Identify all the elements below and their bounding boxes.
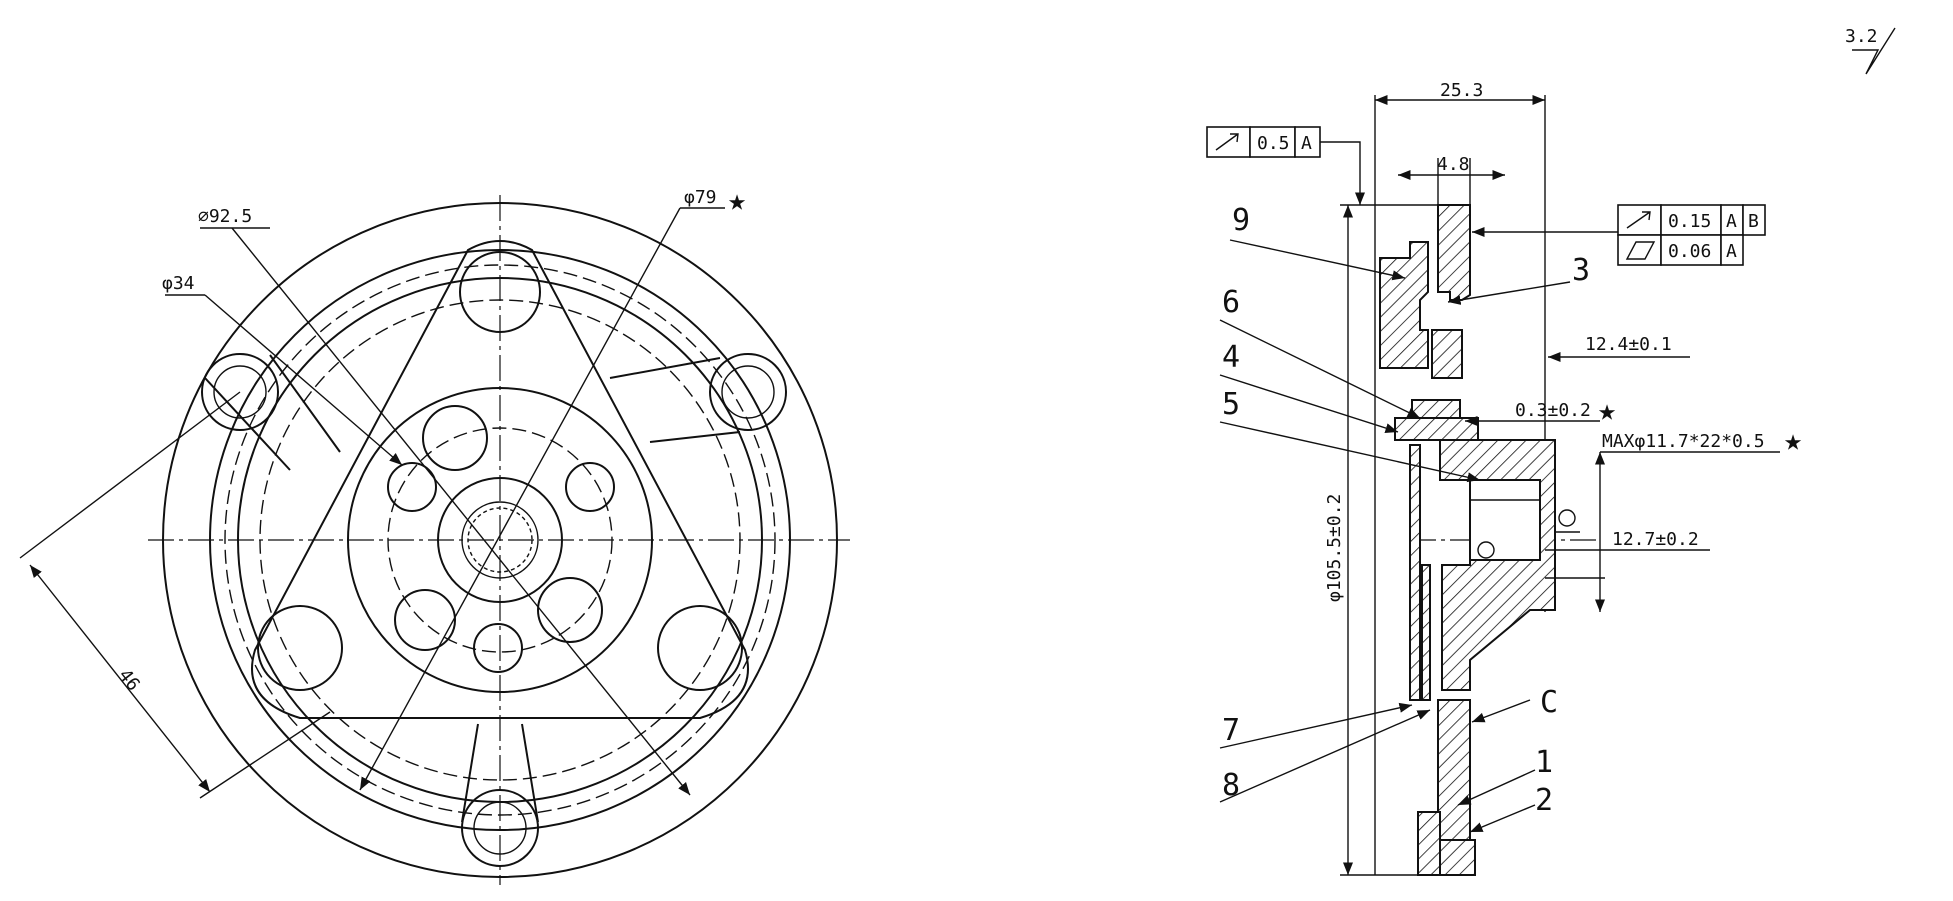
dim-46-label: 46 bbox=[114, 665, 144, 695]
front-view: ⌀92.5 φ34 φ79 ★ 46 bbox=[19, 183, 850, 885]
hub-outer bbox=[347, 387, 653, 693]
dim-0-3-label: 0.3±0.2 bbox=[1515, 400, 1591, 421]
fcf-flatness: 0.06 A bbox=[1617, 234, 1744, 266]
callout-7-label: 7 bbox=[1222, 713, 1240, 748]
callout-9-label: 9 bbox=[1232, 203, 1250, 238]
rivet-hole-top bbox=[459, 251, 541, 333]
dim-25-3-label: 25.3 bbox=[1440, 80, 1483, 101]
surface-finish-symbol: 3.2 bbox=[1845, 26, 1896, 75]
hub-bolt-circle bbox=[387, 427, 613, 653]
hub-hole bbox=[537, 577, 603, 643]
armature-section bbox=[1409, 444, 1421, 701]
callout-1: 1 bbox=[1457, 745, 1553, 806]
parallelogram-icon bbox=[1625, 241, 1656, 260]
rivet-hole-right bbox=[657, 605, 743, 691]
fcf-runout-a-datum: A bbox=[1301, 133, 1312, 154]
callout-5: 5 bbox=[1219, 387, 1481, 483]
hub-section bbox=[1439, 439, 1556, 691]
hub-inner bbox=[437, 477, 563, 603]
rivet-hole-left bbox=[257, 605, 343, 691]
hub-hole bbox=[422, 405, 488, 471]
lower-pulley-section bbox=[1437, 699, 1471, 846]
dim-d105-5-label: φ105.5±0.2 bbox=[1324, 494, 1345, 602]
section-view: 25.3 4.8 φ105.5±0.2 12.4±0.1 0.3±0.2 ★ bbox=[1206, 80, 1802, 876]
callout-c: C bbox=[1471, 685, 1558, 723]
dim-d79-label: φ79 bbox=[684, 187, 717, 208]
callout-9: 9 bbox=[1229, 203, 1406, 281]
dim-d92-5-label: ⌀92.5 bbox=[198, 206, 252, 227]
outer-rim bbox=[162, 202, 838, 878]
spline-bore bbox=[461, 501, 539, 579]
callout-3-label: 3 bbox=[1572, 253, 1590, 288]
critical-star-icon: ★ bbox=[1598, 393, 1616, 428]
callout-4: 4 bbox=[1219, 340, 1399, 433]
armature-plate bbox=[251, 240, 749, 719]
hub-bore bbox=[1469, 479, 1541, 561]
spring-arm-right bbox=[609, 353, 787, 443]
dim-12-4-label: 12.4±0.1 bbox=[1585, 334, 1672, 355]
runout-icon bbox=[1626, 211, 1651, 229]
callout-2: 2 bbox=[1469, 783, 1553, 833]
callout-7: 7 bbox=[1219, 702, 1413, 749]
datum-symbol-icon bbox=[1558, 509, 1576, 527]
dim-d79: φ79 ★ bbox=[359, 183, 746, 791]
coil-housing bbox=[1379, 241, 1429, 369]
dim-d92-5: ⌀92.5 bbox=[198, 206, 691, 796]
callout-6-label: 6 bbox=[1222, 285, 1240, 320]
hub-hole bbox=[565, 462, 615, 512]
fcf-runout-ab-value: 0.15 bbox=[1668, 211, 1711, 232]
fcf-runout-ab-datum2: B bbox=[1748, 211, 1759, 232]
fcf-runout-ab-datum1: A bbox=[1726, 211, 1737, 232]
dim-0-3: 0.3±0.2 ★ bbox=[1465, 393, 1616, 428]
callout-4-label: 4 bbox=[1222, 340, 1240, 375]
pitch-circle bbox=[259, 299, 741, 781]
friction-plate bbox=[1421, 564, 1431, 701]
dim-12-4: 12.4±0.1 bbox=[1548, 334, 1690, 363]
pulley-section bbox=[1437, 204, 1471, 301]
hub-hole bbox=[394, 589, 456, 651]
lower-nut-section bbox=[1439, 839, 1476, 876]
callout-c-label: C bbox=[1540, 685, 1558, 720]
critical-star-icon: ★ bbox=[1784, 423, 1802, 458]
dim-bore-label: MAXφ11.7*22*0.5 bbox=[1602, 431, 1765, 452]
fcf-runout-a: 0.5 A bbox=[1206, 126, 1366, 205]
callout-5-label: 5 bbox=[1222, 387, 1240, 422]
dim-d105-5: φ105.5±0.2 bbox=[1324, 204, 1438, 876]
fcf-runout-a-value: 0.5 bbox=[1257, 133, 1290, 154]
critical-star-icon: ★ bbox=[728, 183, 746, 218]
hub-hole bbox=[387, 462, 437, 512]
callout-8: 8 bbox=[1219, 709, 1431, 803]
dim-4-8-label: 4.8 bbox=[1437, 154, 1470, 175]
callout-6: 6 bbox=[1219, 285, 1421, 419]
datum-symbol-icon bbox=[1477, 541, 1495, 559]
dim-4-8: 4.8 bbox=[1398, 154, 1505, 205]
hub-hole bbox=[473, 623, 523, 673]
dim-d34-label: φ34 bbox=[162, 273, 195, 294]
callout-8-label: 8 bbox=[1222, 768, 1240, 803]
spring-arm-bottom bbox=[461, 723, 539, 867]
callout-3: 3 bbox=[1447, 253, 1590, 305]
hidden-ring bbox=[224, 264, 776, 816]
dim-12-7: 12.7±0.2 bbox=[1545, 529, 1710, 579]
surface-finish-value: 3.2 bbox=[1845, 26, 1878, 47]
fcf-flatness-datum: A bbox=[1726, 241, 1737, 262]
pulley-ring bbox=[209, 249, 791, 831]
dim-d34: φ34 bbox=[162, 273, 403, 466]
dim-25-3: 25.3 bbox=[1375, 80, 1545, 106]
callout-1-label: 1 bbox=[1535, 745, 1553, 780]
spring-arm-left bbox=[201, 353, 341, 471]
callout-2-label: 2 bbox=[1535, 783, 1553, 818]
spline-teeth bbox=[467, 507, 533, 573]
dim-bore: MAXφ11.7*22*0.5 ★ bbox=[1594, 423, 1802, 612]
fcf-flatness-value: 0.06 bbox=[1668, 241, 1711, 262]
runout-icon bbox=[1215, 133, 1239, 151]
dim-12-7-label: 12.7±0.2 bbox=[1612, 529, 1699, 550]
fcf-runout-ab: 0.15 A B bbox=[1472, 204, 1766, 238]
pulley-web bbox=[1431, 329, 1463, 379]
lower-bolt-section bbox=[1417, 811, 1441, 876]
